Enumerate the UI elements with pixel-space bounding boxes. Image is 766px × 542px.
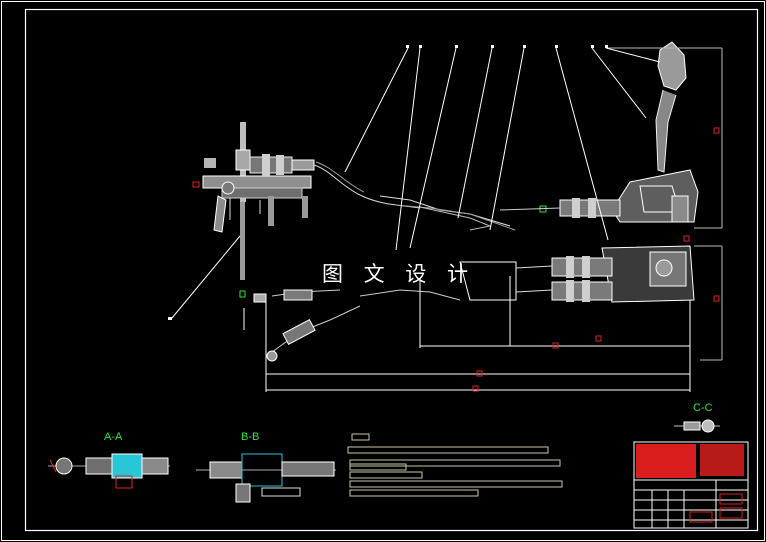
watermark-text: 图 文 设 计 (322, 262, 476, 286)
gear-shifter-lower (253, 235, 723, 362)
inner-frame (24, 8, 759, 532)
leader-lines (171, 47, 661, 319)
section-view-bb (196, 453, 336, 503)
shift-linkage-assembly (192, 122, 516, 298)
title-block (633, 441, 749, 529)
balloon-markers (168, 45, 608, 320)
technical-notes (347, 433, 563, 497)
section-view-aa (48, 453, 170, 489)
section-view-cc (674, 419, 720, 433)
section-label-bb: B-B (241, 431, 260, 443)
dimension-markers (472, 335, 602, 392)
section-label-aa: A-A (104, 431, 123, 443)
section-label-cc: C-C (693, 402, 713, 414)
gear-shifter-upper (499, 41, 723, 229)
